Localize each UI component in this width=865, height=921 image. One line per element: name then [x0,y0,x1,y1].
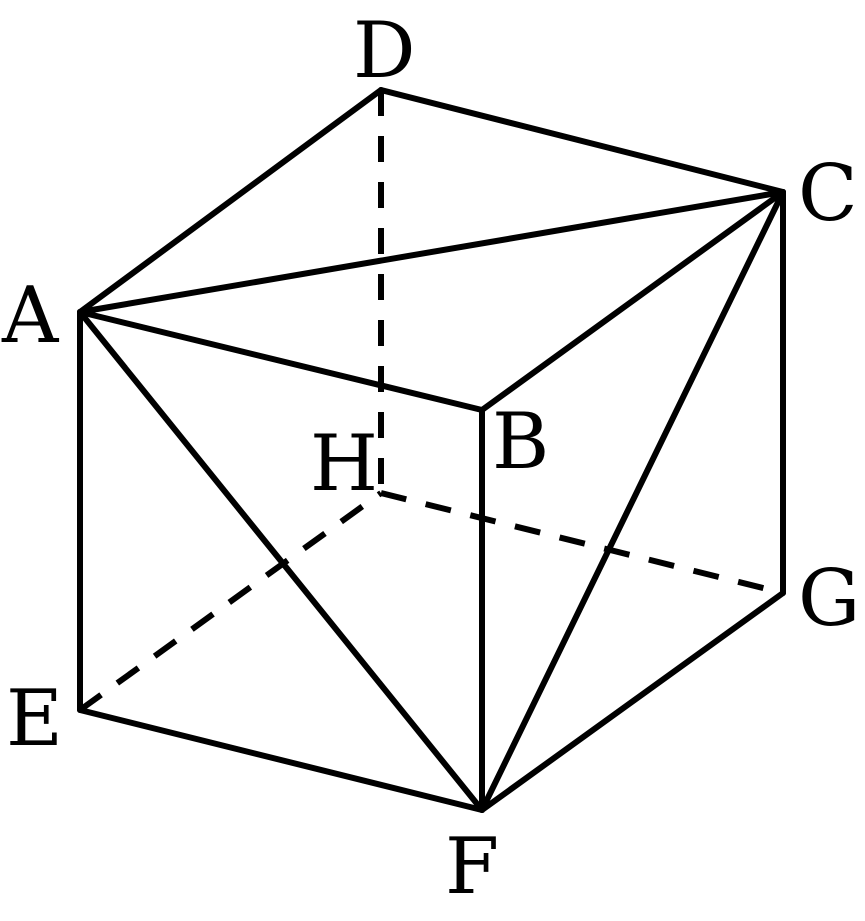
edge-EF [77,707,485,813]
edge-DC [378,87,786,195]
edge-CF [479,189,786,813]
vertex-labels: D C A B H G E F [1,6,860,912]
vertex-label-C: C [798,149,858,239]
vertex-label-H: H [310,419,378,509]
edge-AF [77,309,485,813]
edge-HG [380,490,784,596]
vertex-label-A: A [1,271,60,361]
edge-BC [479,189,786,413]
vertex-label-E: E [6,674,63,764]
edge-AC [77,189,786,315]
solid-edges [77,87,786,813]
edge-EH [78,490,383,713]
edge-AB [77,309,485,413]
vertex-label-D: D [353,6,416,96]
vertex-label-G: G [798,554,860,644]
vertex-label-B: B [492,397,549,487]
edge-AD [77,87,384,315]
vertex-label-F: F [445,822,499,912]
edge-FG [479,590,786,813]
hidden-edges [78,90,784,713]
